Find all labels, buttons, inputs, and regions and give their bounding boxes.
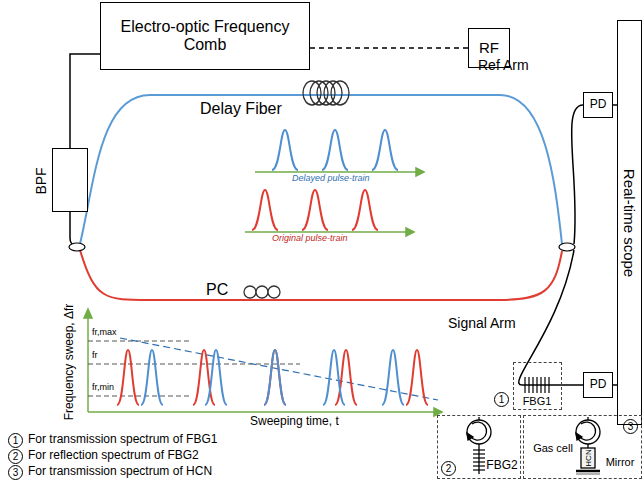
pulse [117,350,139,405]
pulse [372,130,398,170]
pulse [252,190,278,230]
grating-line [473,449,485,450]
fiber-coil [303,81,349,105]
callout-number: 2 [441,461,456,476]
grating-line [540,377,541,393]
callout-number: 1 [8,433,23,448]
text-label: Ref Arm [478,58,529,73]
grating-line [548,377,549,393]
text-label: Original pulse-train [272,234,348,244]
callout-number: 2 [8,449,23,464]
text-label: For transmission spectrum of FBG1 [28,433,217,446]
grating-line [473,469,485,470]
pulse [323,350,345,405]
text-label: Frequency sweep, Δfr [63,304,76,421]
pulse [272,130,298,170]
callout-number: 3 [8,465,23,480]
text-label: fr,min [92,383,114,393]
fiber-link [70,54,100,148]
grating-line [473,457,485,458]
grating-line [524,377,525,393]
comb-source-box: Electro-optic Frequency Comb [100,2,310,70]
pulse [141,350,163,405]
node-text: BPF [33,167,49,194]
text-label: Signal Arm [448,316,516,331]
node-text: HCN [584,449,593,466]
grating [473,450,485,470]
text-label: fr [92,351,98,361]
grating-line [473,465,485,466]
node-text: PD [590,98,607,112]
text-label: PC [206,281,228,299]
callout-number: 1 [494,392,509,407]
filter-box: BPF [52,148,88,212]
node-text: FBG1 [523,395,552,407]
text-label: fr,max [92,328,117,338]
pulse [352,190,378,230]
node-text: PD [590,378,607,392]
text-label: For transmission spectrum of HCN [28,465,212,478]
node-text: Real-time scope [621,169,638,277]
pulse [322,130,348,170]
pulse [302,190,328,230]
grating-line [536,377,537,393]
pulse [264,350,286,405]
text-label: Delay Fiber [200,100,282,118]
gas-cell-dashed-box: Gas cellHCN Mirror [523,415,642,479]
oscilloscope-box: Real-time scope [617,20,642,425]
photodetector-box: PD [583,92,613,118]
coil-turn [331,81,349,105]
node-text: Gas cell [533,442,573,454]
grating-line [544,377,545,393]
pulse [264,350,286,405]
pulse-shapes [117,130,428,405]
grating-line [532,377,533,393]
text-label: For reflection spectrum of FBG2 [28,449,199,462]
rf-link [310,47,468,49]
fbg1-dashed-box: FBG1 [513,362,562,410]
grating-line [528,377,529,393]
pulse [406,350,428,405]
pulse [382,350,404,405]
node-text: Electro-optic Frequency Comb [120,18,290,55]
grating-line [473,461,485,462]
pulse [205,350,227,405]
text-label: Sweeping time, t [250,415,339,428]
text-label: Delayed pulse-train [292,174,370,184]
grating-line [473,453,485,454]
photodetector-box: PD [583,372,613,398]
node-text: RF [479,39,499,56]
node-text: Mirror [606,456,635,468]
grating [525,377,549,393]
callout-number: 3 [623,419,638,434]
node-text: FBG2 [486,458,517,472]
